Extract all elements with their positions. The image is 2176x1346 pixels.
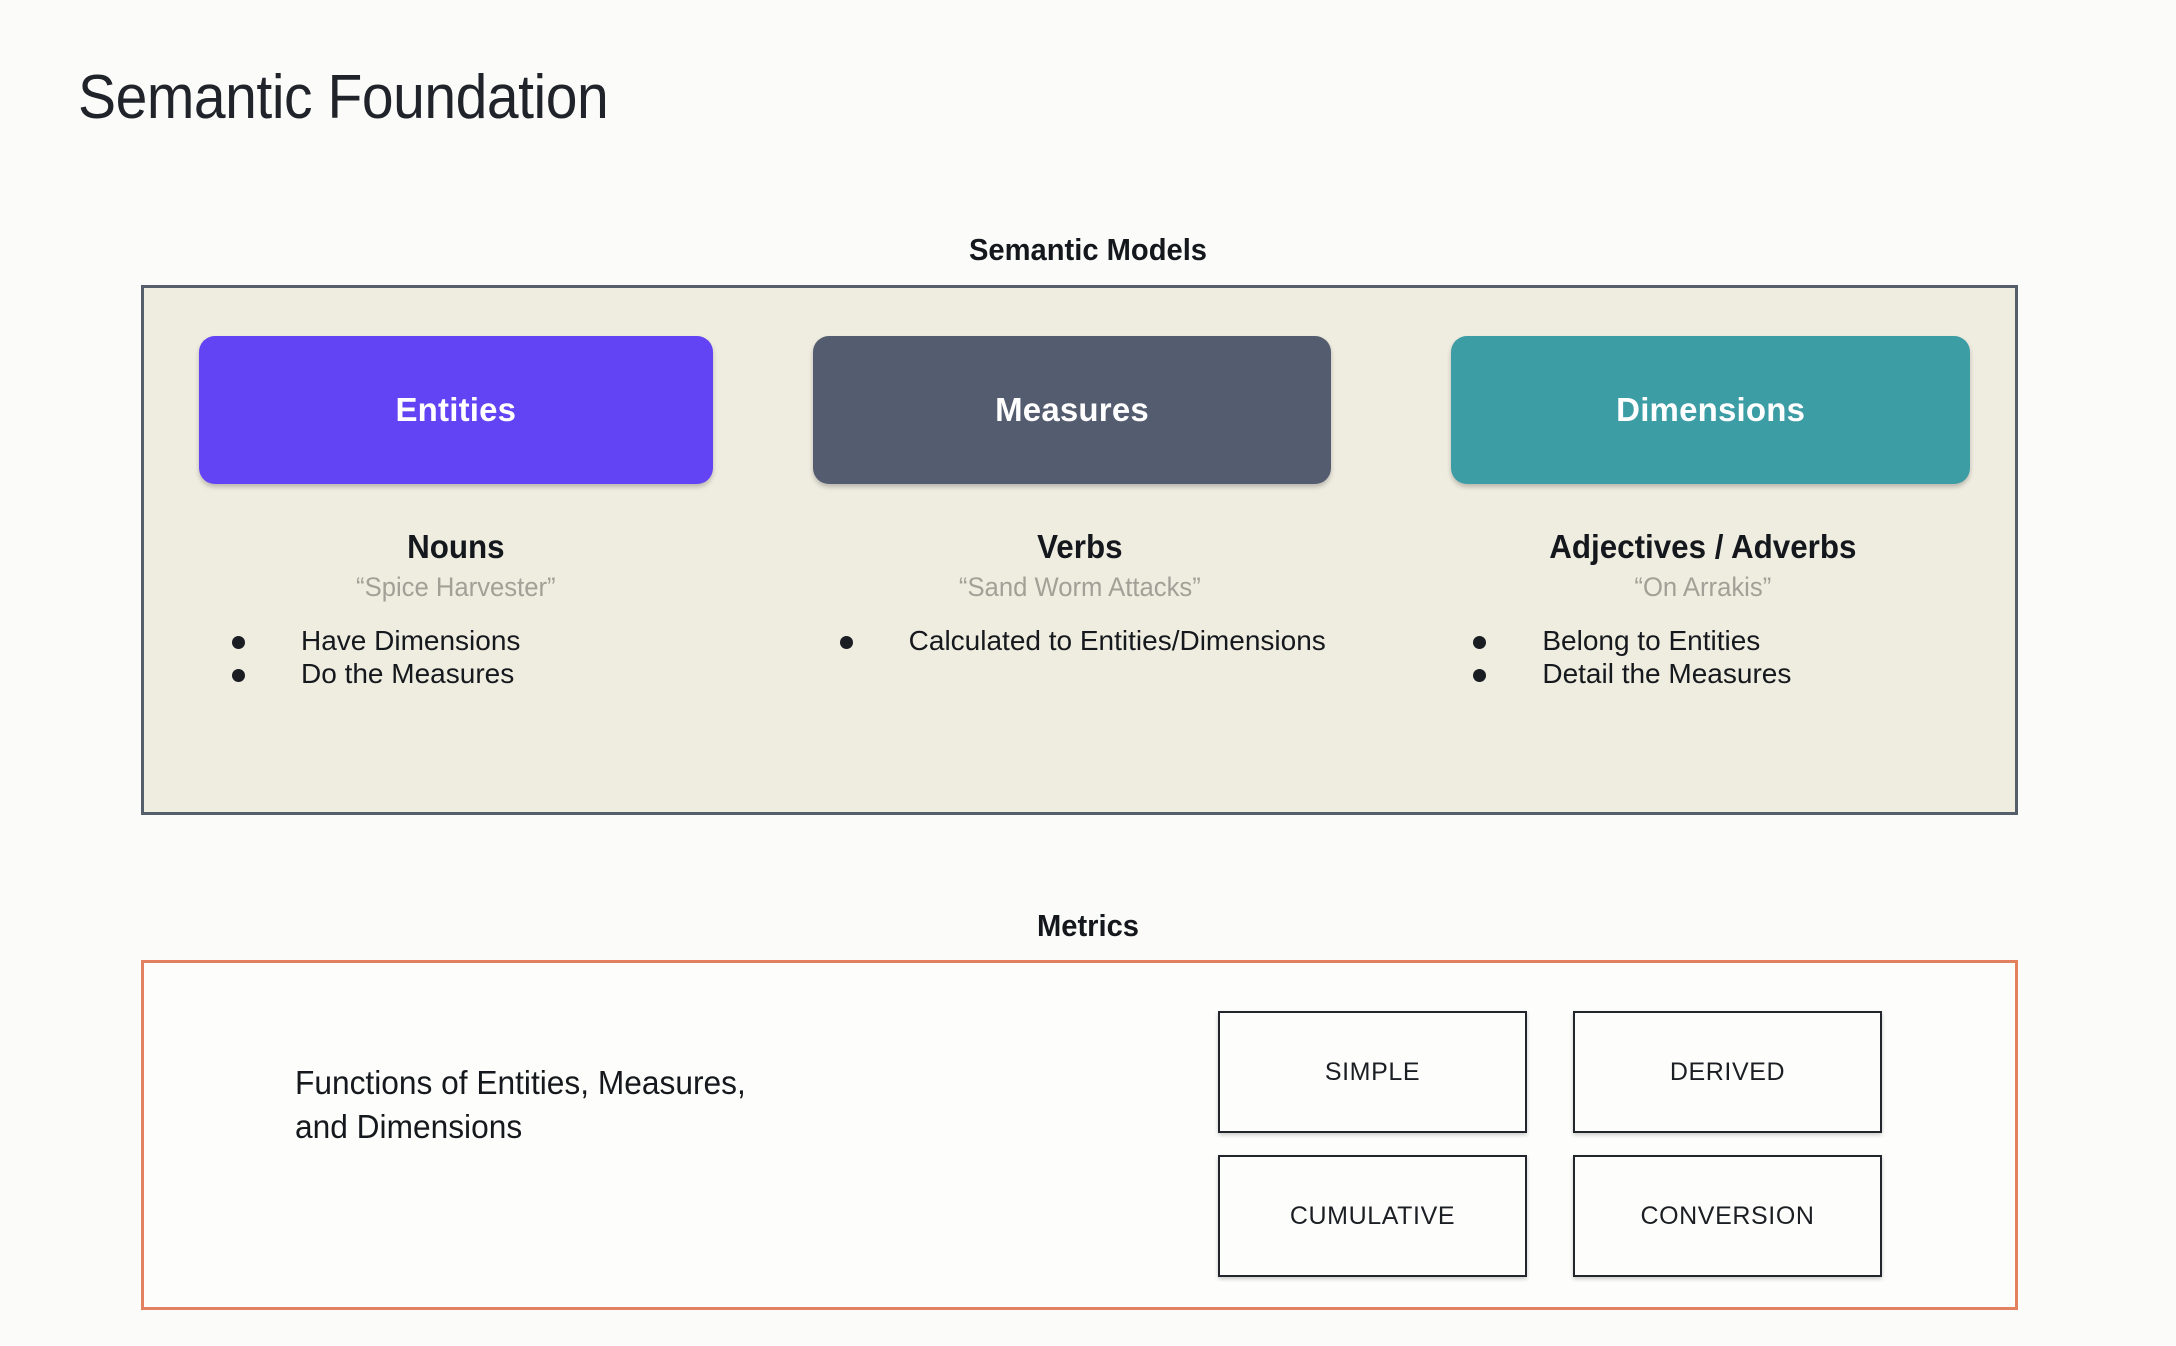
metrics-panel: Functions of Entities, Measures, and Dim… xyxy=(141,960,2018,1310)
bullet-list-dimensions: Belong to Entities Detail the Measures xyxy=(1391,625,2015,690)
concept-card-entities[interactable]: Entities xyxy=(199,336,713,484)
metrics-header: Metrics xyxy=(1036,908,1140,943)
semantic-models-columns: Entities Nouns “Spice Harvester” Have Di… xyxy=(144,288,2015,812)
semantic-column-entities: Entities Nouns “Spice Harvester” Have Di… xyxy=(144,288,768,812)
concept-card-dimensions[interactable]: Dimensions xyxy=(1451,336,1971,484)
bullet-text: Detail the Measures xyxy=(1542,658,1792,690)
bullet-dot-icon xyxy=(1473,669,1487,683)
bullet-dot-icon xyxy=(839,636,853,649)
metric-box-simple[interactable]: SIMPLE xyxy=(1218,1011,1527,1133)
list-item: Do the Measures xyxy=(232,658,768,689)
list-item: Calculated to Entities/Dimensions xyxy=(839,625,1392,656)
list-item: Belong to Entities xyxy=(1473,625,2015,656)
bullet-text: Have Dimensions xyxy=(301,625,521,656)
concept-part-of-speech-dimensions: Adjectives / Adverbs xyxy=(1549,528,1857,565)
bullet-dot-icon xyxy=(232,669,245,683)
bullet-list-entities: Have Dimensions Do the Measures xyxy=(144,625,768,690)
concept-part-of-speech-entities: Nouns xyxy=(407,528,505,565)
bullet-dot-icon xyxy=(232,636,245,649)
concept-example-entities: “Spice Harvester” xyxy=(356,572,556,602)
bullet-list-measures: Calculated to Entities/Dimensions xyxy=(768,625,1392,656)
bullet-text: Do the Measures xyxy=(301,658,515,690)
semantic-models-header: Semantic Models xyxy=(968,232,1208,267)
metric-box-derived[interactable]: DERIVED xyxy=(1573,1011,1882,1133)
concept-card-measures[interactable]: Measures xyxy=(812,336,1332,484)
list-item: Have Dimensions xyxy=(232,625,768,656)
metrics-description: Functions of Entities, Measures, and Dim… xyxy=(295,1061,746,1148)
metric-type-grid: SIMPLE DERIVED CUMULATIVE CONVERSION xyxy=(1218,1011,1882,1277)
metrics-description-line-1: Functions of Entities, Measures, xyxy=(295,1064,746,1101)
metric-box-conversion[interactable]: CONVERSION xyxy=(1573,1155,1882,1277)
metric-box-cumulative[interactable]: CUMULATIVE xyxy=(1218,1155,1527,1277)
concept-example-dimensions: “On Arrakis” xyxy=(1634,572,1772,602)
bullet-text: Calculated to Entities/Dimensions xyxy=(908,625,1326,656)
concept-part-of-speech-measures: Verbs xyxy=(1036,528,1123,565)
semantic-column-dimensions: Dimensions Adjectives / Adverbs “On Arra… xyxy=(1391,288,2015,812)
page-title: Semantic Foundation xyxy=(78,63,609,132)
metrics-description-line-2: and Dimensions xyxy=(295,1107,523,1145)
concept-example-measures: “Sand Worm Attacks” xyxy=(958,572,1201,602)
bullet-dot-icon xyxy=(1473,636,1487,649)
list-item: Detail the Measures xyxy=(1473,658,2015,689)
semantic-models-panel: Entities Nouns “Spice Harvester” Have Di… xyxy=(141,285,2018,815)
semantic-column-measures: Measures Verbs “Sand Worm Attacks” Calcu… xyxy=(768,288,1392,812)
bullet-text: Belong to Entities xyxy=(1542,625,1761,656)
